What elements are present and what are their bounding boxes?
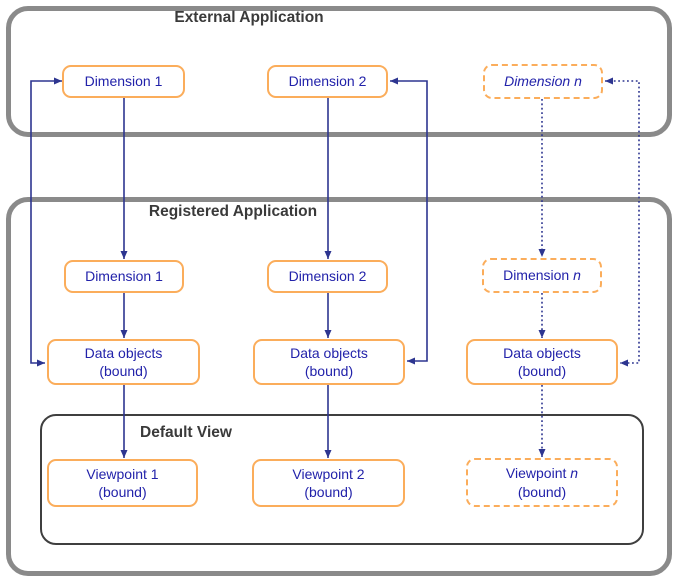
external-dimension-n-node: Dimension n <box>483 64 603 99</box>
registered-dimension-n-label: Dimension n <box>503 266 581 284</box>
viewpoint-n-line1: Viewpoint n <box>506 464 578 482</box>
external-dimension-n-label: Dimension n <box>504 73 582 90</box>
default-view-title: Default View <box>140 424 232 441</box>
viewpoint-2-line2: (bound) <box>304 484 353 500</box>
viewpoint-1-node: Viewpoint 1 (bound) <box>47 459 198 507</box>
data-objects-3-line1: Data objects <box>503 344 581 361</box>
external-dimension-1-node: Dimension 1 <box>62 65 185 98</box>
external-dimension-2-label: Dimension 2 <box>288 73 367 90</box>
external-dimension-2-node: Dimension 2 <box>267 65 388 98</box>
registered-dimension-1-node: Dimension 1 <box>64 260 184 293</box>
data-objects-1-line1: Data objects <box>84 344 163 361</box>
viewpoint-2-line1: Viewpoint 2 <box>292 465 365 482</box>
default-view-container <box>40 414 644 545</box>
viewpoint-1-line1: Viewpoint 1 <box>86 465 159 482</box>
registered-application-container <box>6 197 672 576</box>
viewpoint-n-node: Viewpoint n (bound) <box>466 458 618 507</box>
data-objects-3-node: Data objects (bound) <box>466 339 618 385</box>
viewpoint-n-line1-suffix: n <box>570 465 579 482</box>
data-objects-1-node: Data objects (bound) <box>47 339 200 385</box>
registered-dimension-2-node: Dimension 2 <box>267 260 388 293</box>
viewpoint-n-line1-prefix: Viewpoint <box>505 465 571 482</box>
viewpoint-1-line2: (bound) <box>98 484 147 500</box>
viewpoint-n-line2: (bound) <box>517 483 567 500</box>
registered-dimension-n-label-prefix: Dimension <box>503 267 574 284</box>
external-application-title: External Application <box>174 9 324 26</box>
registered-dimension-n-node: Dimension n <box>482 258 602 293</box>
external-dimension-1-label: Dimension 1 <box>84 73 163 90</box>
data-objects-2-node: Data objects (bound) <box>253 339 405 385</box>
registered-dimension-2-label: Dimension 2 <box>288 268 367 285</box>
data-objects-1-line2: (bound) <box>99 363 148 379</box>
registered-dimension-1-label: Dimension 1 <box>85 268 163 285</box>
registered-application-title: Registered Application <box>148 203 318 220</box>
data-objects-2-line2: (bound) <box>304 363 354 379</box>
viewpoint-2-node: Viewpoint 2 (bound) <box>252 459 405 507</box>
external-application-container <box>6 6 672 137</box>
registered-dimension-n-label-suffix: n <box>573 267 581 284</box>
data-objects-3-line2: (bound) <box>517 363 567 379</box>
data-objects-2-line1: Data objects <box>290 344 368 361</box>
